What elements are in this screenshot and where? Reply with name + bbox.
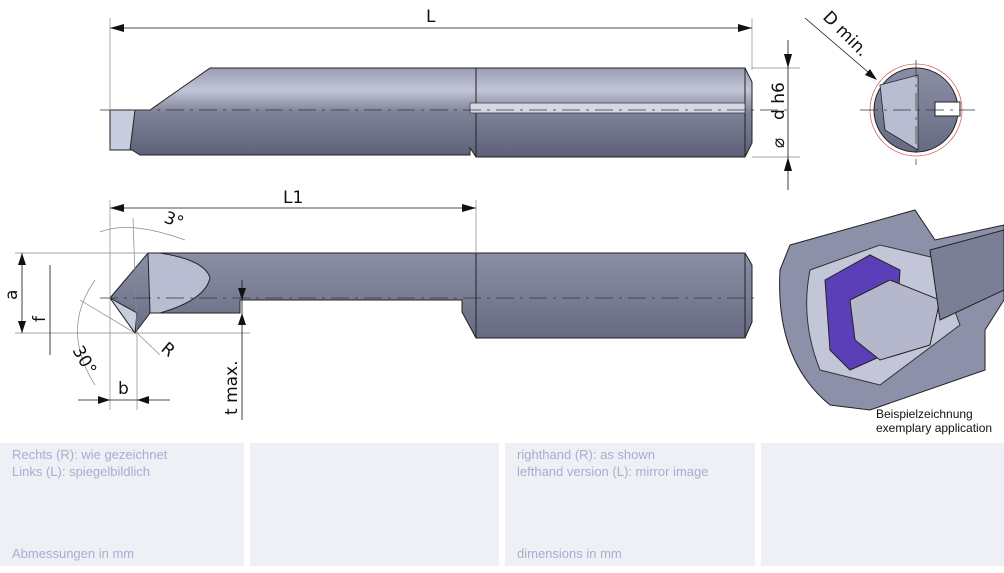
note-righthand-en: righthand (R): as shown bbox=[517, 447, 656, 462]
empty-panel-2 bbox=[761, 443, 1004, 566]
application-illustration bbox=[779, 209, 1004, 411]
note-righthand-de: Rechts (R): wie gezeichnet bbox=[12, 447, 168, 462]
application-caption: Beispielzeichnung exemplary application bbox=[876, 407, 992, 435]
label-angle-30: 30° bbox=[68, 343, 100, 379]
label-angle-3: 3° bbox=[161, 208, 186, 233]
caption-en: exemplary application bbox=[876, 421, 993, 435]
label-b: b bbox=[118, 379, 129, 399]
tool-side-view bbox=[100, 252, 760, 339]
label-f: f bbox=[30, 315, 50, 322]
label-d-h6: d h6 bbox=[769, 82, 789, 120]
note-lefthand-en: lefthand version (L): mirror image bbox=[517, 464, 709, 479]
caption-de: Beispielzeichnung bbox=[876, 407, 973, 421]
label-R: R bbox=[157, 339, 179, 362]
label-t-max: t max. bbox=[222, 360, 242, 415]
empty-panel-1 bbox=[250, 443, 499, 566]
diameter-symbol: ⌀ bbox=[769, 138, 789, 148]
note-lefthand-de: Links (L): spiegelbildlich bbox=[12, 464, 151, 479]
note-panel-de: Rechts (R): wie gezeichnet Links (L): sp… bbox=[0, 443, 244, 566]
label-L1: L1 bbox=[283, 188, 303, 208]
dimensions-note-de: Abmessungen in mm bbox=[12, 546, 135, 561]
tool-end-view: D min. bbox=[804, 7, 975, 165]
label-a: a bbox=[2, 290, 22, 300]
label-L: L bbox=[426, 7, 436, 27]
note-panel-en: righthand (R): as shown lefthand version… bbox=[505, 443, 755, 566]
dimension-L: L bbox=[109, 7, 753, 110]
dimensions-note-en: dimensions in mm bbox=[517, 546, 622, 561]
dimension-d-h6: d h6 ⌀ bbox=[752, 40, 800, 190]
tool-top-view bbox=[100, 67, 790, 158]
